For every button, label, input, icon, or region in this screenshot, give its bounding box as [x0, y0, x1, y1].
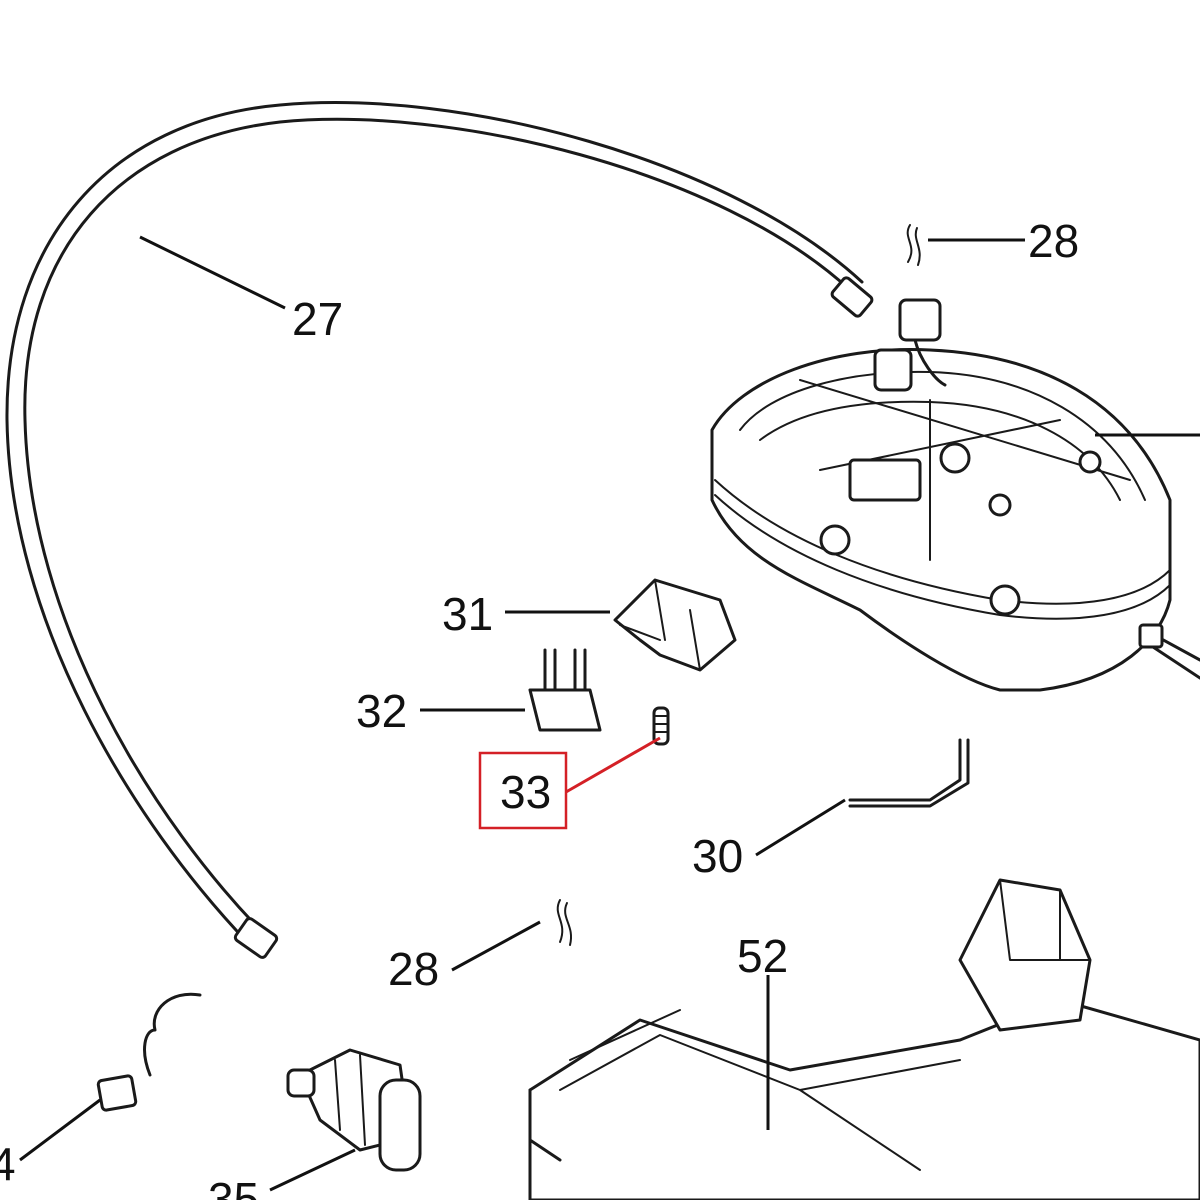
leader-34 — [19, 1098, 101, 1162]
callout-30: 30 — [692, 830, 743, 882]
hose-part-27 — [5, 101, 874, 959]
part-33-spring — [652, 706, 670, 746]
callout-32: 32 — [356, 685, 407, 737]
callout-27: 27 — [292, 293, 343, 345]
leader-27 — [139, 235, 286, 310]
callout-31: 31 — [442, 588, 493, 640]
boiler-housing — [710, 298, 1200, 692]
clip-part-28-top — [906, 224, 921, 266]
part-30-rod — [848, 738, 970, 808]
highlight-box-33 — [478, 751, 568, 830]
part-35-valve — [286, 1048, 422, 1172]
leader-lines — [19, 235, 1025, 1192]
part-52-lower-housing — [528, 878, 1200, 1200]
callout-33: 33 — [500, 766, 551, 818]
part-31-bracket — [613, 578, 737, 672]
leader-33 — [565, 736, 661, 794]
clip-part-28-bottom — [556, 899, 573, 946]
callout-34: 4 — [0, 1138, 16, 1190]
callout-52: 52 — [737, 930, 788, 982]
callout-35: 35 — [208, 1173, 259, 1200]
callout-28-bottom: 28 — [388, 943, 439, 995]
leader-28-bottom — [451, 920, 541, 972]
callout-28-top: 28 — [1028, 215, 1079, 267]
leader-35 — [269, 1148, 356, 1192]
callout-labels: 27 28 28 31 32 33 30 52 4 35 — [0, 215, 1079, 1200]
part-34-connector — [96, 992, 202, 1112]
leader-30 — [755, 798, 846, 857]
part-32-block — [528, 648, 602, 732]
